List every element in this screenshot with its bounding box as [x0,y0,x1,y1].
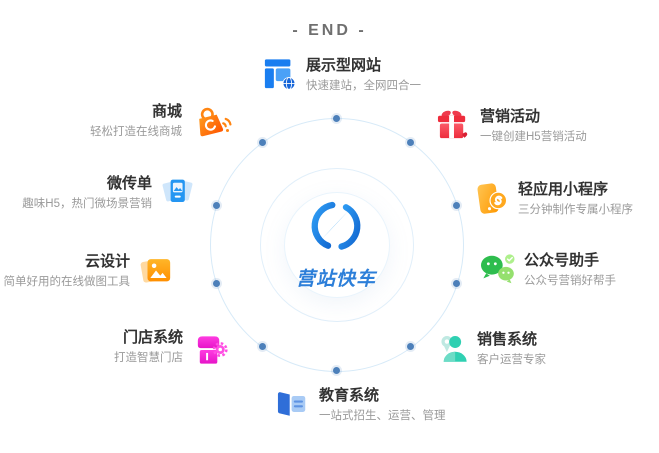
orbit-dot [332,114,340,122]
feature-title: 公众号助手 [524,252,600,269]
orbit-dot [406,138,414,146]
orbit-dot [406,342,414,350]
store-icon [192,332,229,374]
feature-item-flyer: 微传单 趣味H5，热门微场景营销 [22,175,194,213]
feature-item-sales: 销售系统 客户运营专家 [435,331,546,369]
orbit-circle-middle [260,168,414,322]
brand-logo: 营站快车 [284,192,388,296]
feature-subtitle: 一站式招生、运营、管理 [319,409,446,422]
feature-title: 销售系统 [477,331,538,348]
orbit-dot [212,201,220,209]
feature-subtitle: 趣味H5，热门微场景营销 [22,197,152,210]
feature-subtitle: 客户运营专家 [477,353,546,366]
feature-title: 轻应用小程序 [518,181,609,198]
feature-title: 教育系统 [319,387,380,404]
feature-item-website: 展示型网站 快速建站，全网四合一 [263,57,421,96]
website-icon [263,57,297,96]
orbit-dot [212,279,220,287]
feature-title: 门店系统 [122,329,183,346]
orbit-dot [258,342,266,350]
feature-subtitle: 打造智慧门店 [114,351,183,364]
feature-subtitle: 轻松打造在线商城 [90,125,182,138]
feature-item-design: 云设计 简单好用的在线做图工具 [4,253,174,292]
flyer-card-icon [161,175,194,213]
feature-title: 微传单 [106,175,152,192]
miniapp-icon [474,181,509,221]
feature-item-marketing: 营销活动 一键创建H5营销活动 [436,108,587,148]
feature-title: 展示型网站 [306,57,382,74]
end-divider-label: - END - [292,22,367,39]
mall-bag-icon [191,101,237,148]
feature-item-store: 门店系统 打造智慧门店 [114,329,229,374]
feature-subtitle: 简单好用的在线做图工具 [3,275,131,288]
feature-item-wechat: 公众号助手 公众号营销好帮手 [480,252,616,290]
wechat-icon [480,252,515,290]
orbit-dot [452,279,460,287]
feature-subtitle: 三分钟制作专属小程序 [518,203,633,216]
orbit-dot [452,201,460,209]
feature-subtitle: 快速建站，全网四合一 [306,79,421,92]
sales-icon [435,331,468,369]
feature-subtitle: 一键创建H5营销活动 [480,130,587,143]
feature-item-mall: 商城 轻松打造在线商城 [90,103,237,148]
brand-name: 营站快车 [295,269,376,290]
feature-item-education: 教育系统 一站式招生、运营、管理 [276,387,446,424]
orbit-dot [258,138,266,146]
feature-title: 营销活动 [480,108,541,125]
feature-title: 云设计 [84,253,130,270]
design-image-icon [139,253,173,292]
compass-icon [307,197,365,260]
edu-book-icon [276,387,310,424]
orbit-dot [332,366,340,374]
feature-item-miniapp: 轻应用小程序 三分钟制作专属小程序 [474,181,633,221]
feature-title: 商城 [151,103,182,120]
gift-icon [436,108,471,148]
orbit-circle-inner [284,192,390,298]
feature-subtitle: 公众号营销好帮手 [524,274,616,287]
